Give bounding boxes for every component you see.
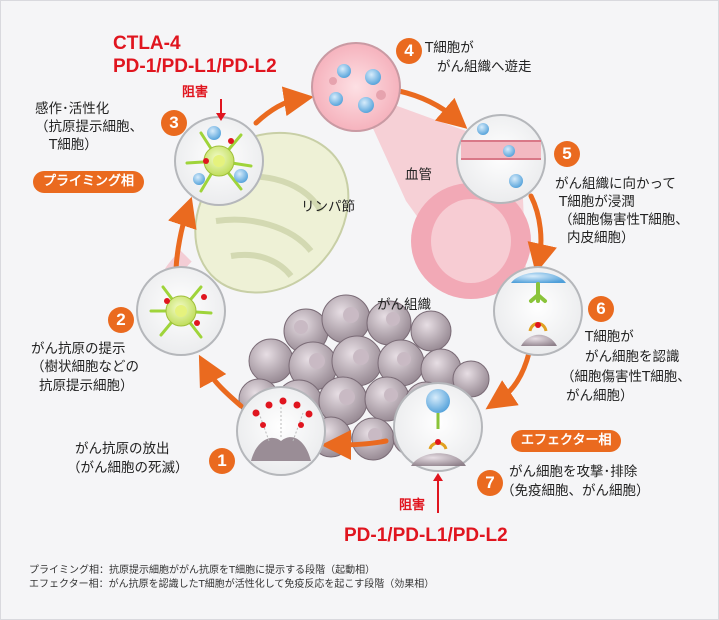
footnote-effector: エフェクター相：がん抗原を認識したT細胞が活性化して免疫反応を起こす段階（効果相… <box>29 579 435 590</box>
step2-line2: （樹状細胞などの <box>31 359 139 375</box>
step2-line1: がん抗原の提示 <box>31 341 126 357</box>
step-number-5: 5 <box>554 141 580 167</box>
step4-line2: がん組織へ遊走 <box>437 59 532 75</box>
step6-illustration <box>493 266 583 356</box>
priming-phase-badge: プライミング相 <box>33 171 145 193</box>
step3-illustration <box>174 116 264 206</box>
step6-line4: がん細胞） <box>566 388 634 404</box>
step1-illustration <box>236 386 326 476</box>
step7-line2: （免疫細胞、がん細胞） <box>501 483 650 499</box>
step3-line3: T細胞） <box>49 137 98 153</box>
step1-line1: がん抗原の放出 <box>75 441 170 457</box>
step-number-7: 7 <box>477 470 503 496</box>
step6-line1: T細胞が <box>585 329 634 345</box>
step1-line2: （がん細胞の死滅） <box>67 460 189 476</box>
step7-illustration <box>393 382 483 472</box>
step7-line1: がん細胞を攻撃･排除 <box>509 464 638 480</box>
step3-line1: 感作･活性化 <box>35 101 110 117</box>
step5-illustration <box>456 114 546 204</box>
step-number-2: 2 <box>108 307 134 333</box>
checkpoint-top-line2: PD-1/PD-L1/PD-L2 <box>113 56 277 77</box>
checkpoint-top-inhibit-label: 阻害 <box>182 85 209 100</box>
cycle-arrows <box>168 86 557 460</box>
step-number-6: 6 <box>588 296 614 322</box>
step6-line3: （細胞傷害性T細胞、 <box>561 369 691 385</box>
step-number-4: 4 <box>396 38 422 64</box>
step5-line3: （細胞傷害性T細胞、 <box>559 212 689 228</box>
checkpoint-bottom-inhibit-label: 阻害 <box>399 498 426 513</box>
step6-line2: がん細胞を認識 <box>585 349 680 365</box>
step4-illustration <box>311 42 401 132</box>
step-number-3: 3 <box>161 110 187 136</box>
effector-phase-badge: エフェクター相 <box>511 430 622 452</box>
checkpoint-bottom-line: PD-1/PD-L1/PD-L2 <box>344 525 508 546</box>
step5-line1: がん組織に向かって <box>555 176 676 192</box>
footnote-priming: プライミング相：抗原提示細胞ががん抗原をT細胞に提示する段階（起動相） <box>29 565 376 576</box>
step2-illustration <box>136 266 226 356</box>
inhibit-arrow-bottom <box>433 473 443 513</box>
step-number-1: 1 <box>209 448 235 474</box>
lymph-node-label: リンパ節 <box>301 199 355 215</box>
step5-line2: T細胞が浸潤 <box>559 194 635 210</box>
step5-line4: 内皮細胞） <box>567 230 635 246</box>
inhibit-arrow-top <box>216 99 226 121</box>
tumor-tissue-label: がん組織 <box>377 297 431 313</box>
step3-line2: （抗原提示細胞、 <box>35 119 143 135</box>
blood-vessel-label: 血管 <box>405 167 432 183</box>
checkpoint-top-line1: CTLA-4 <box>113 33 181 54</box>
step4-line1: T細胞が <box>425 40 474 56</box>
step2-line3: 抗原提示細胞） <box>39 378 134 394</box>
